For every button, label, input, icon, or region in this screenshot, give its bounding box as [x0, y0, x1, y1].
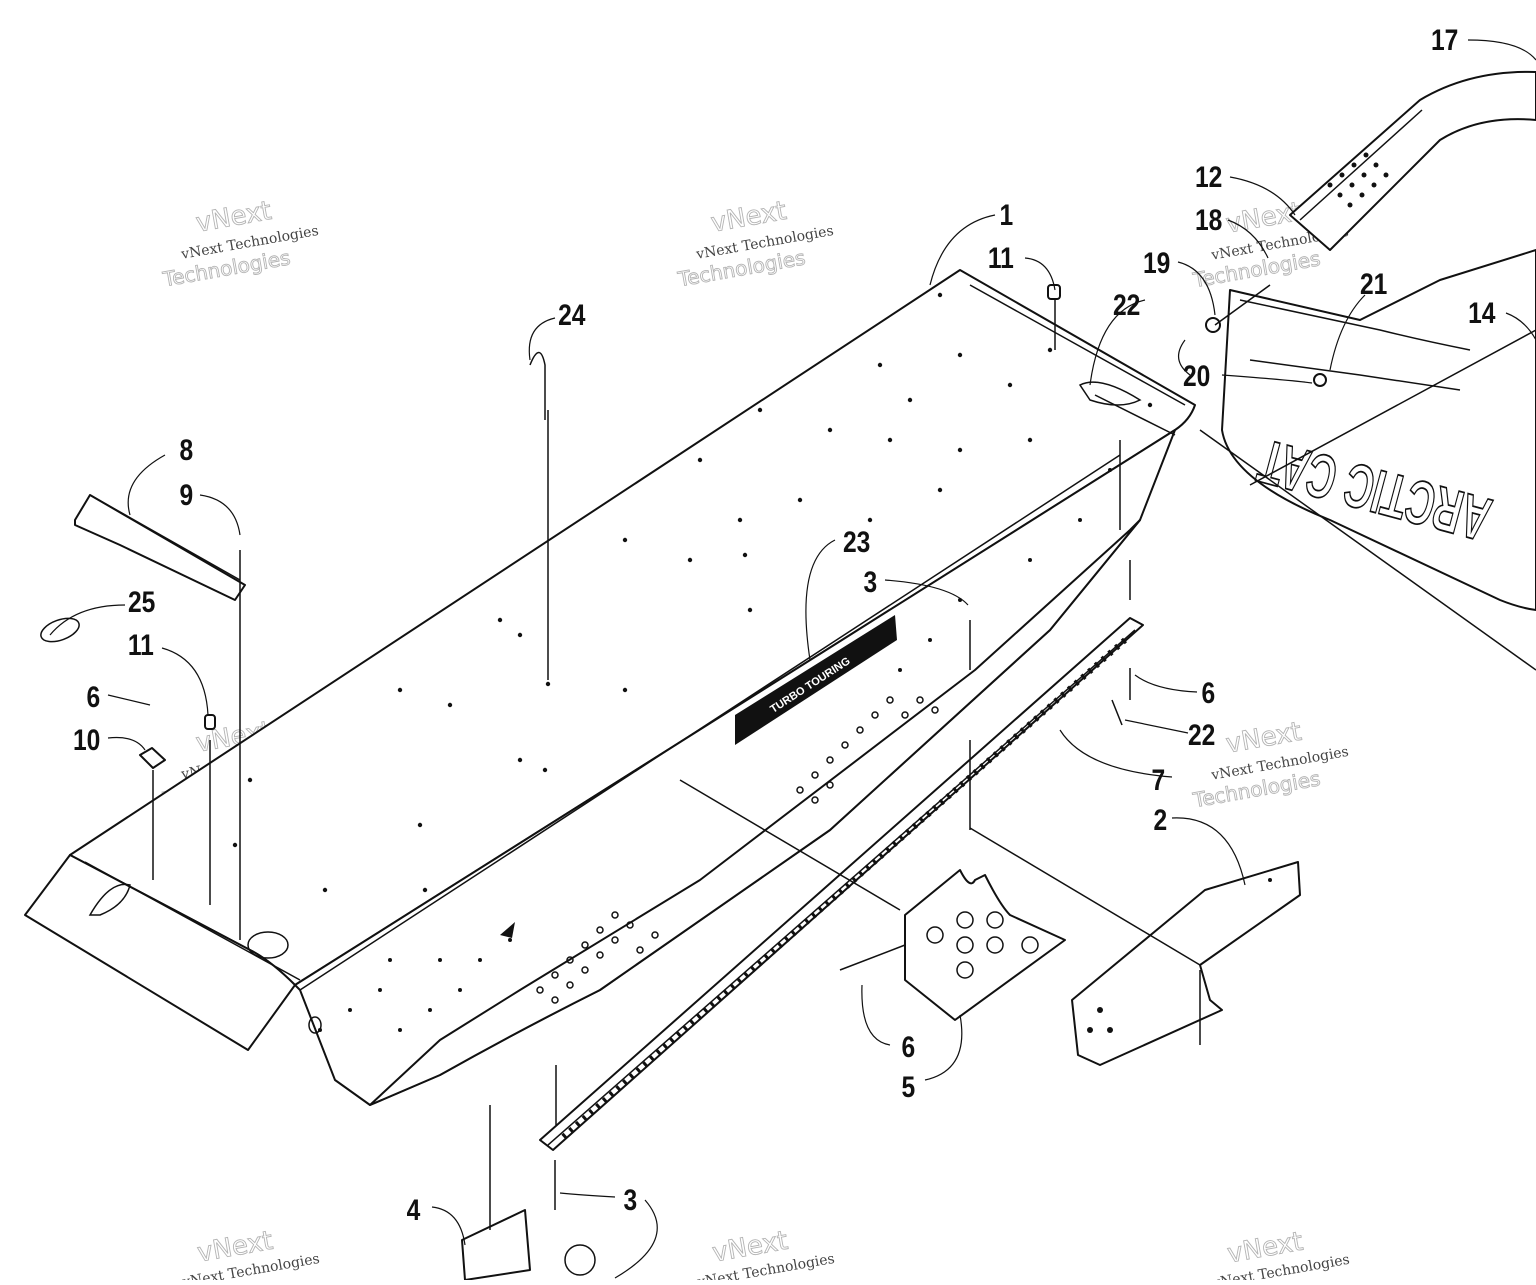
- washer-3: [564, 1244, 596, 1276]
- bracket-8: [74, 494, 246, 601]
- leader-lines: [49, 39, 1536, 1279]
- callout-6b: 6: [1202, 676, 1216, 710]
- callout-21: 21: [1360, 267, 1387, 301]
- callout-11a: 11: [988, 241, 1014, 275]
- deck-holes: [232, 292, 1153, 893]
- callout-14: 14: [1468, 296, 1496, 330]
- callout-2: 2: [1154, 803, 1168, 837]
- callout-24: 24: [558, 298, 586, 332]
- callout-7: 7: [1152, 763, 1166, 797]
- side-panel-holes: [318, 468, 1112, 1032]
- callout-17: 17: [1431, 23, 1458, 57]
- watermark: vNext vNext Technologies: [1210, 1226, 1351, 1285]
- vent-holes: [536, 696, 939, 1004]
- watermark: vNext vNext Technologies: [695, 1225, 836, 1285]
- callout-18: 18: [1195, 203, 1222, 237]
- small-parts: [40, 284, 1327, 1281]
- callout-6a: 6: [87, 680, 101, 714]
- callout-5: 5: [902, 1070, 916, 1104]
- callout-labels: 1 2 3 3 4 5 6 6 6 7 8 9 10 11 11 12 14 1…: [73, 23, 1496, 1227]
- callout-3a: 3: [864, 565, 878, 599]
- callout-23: 23: [843, 525, 870, 559]
- rear-bumper-assembly: ARCTIC CAT: [1199, 70, 1536, 671]
- footrest-bracket: [904, 869, 1066, 1021]
- callout-20: 20: [1183, 359, 1210, 393]
- callout-6c: 6: [902, 1030, 916, 1064]
- grab-handle-holes: [1327, 152, 1389, 208]
- watermark: vNext vNext Technologies Technologies: [675, 196, 835, 292]
- callout-4: 4: [407, 1193, 421, 1227]
- clip-10: [139, 747, 166, 769]
- tunnel-main: [24, 269, 1196, 1106]
- clamp-25: [40, 617, 80, 643]
- callout-22b: 22: [1188, 718, 1215, 752]
- drop-lines: [152, 284, 1271, 1230]
- callout-1: 1: [1000, 198, 1014, 232]
- side-rail: [539, 617, 1144, 1151]
- nut-20: [1313, 373, 1327, 387]
- callout-19: 19: [1143, 246, 1170, 280]
- callout-22a: 22: [1113, 288, 1140, 322]
- watermark: vNext vNext Technologies Technologies: [160, 196, 320, 292]
- nut-19: [1205, 317, 1221, 333]
- plate-4: [461, 1209, 531, 1281]
- callout-12: 12: [1195, 160, 1222, 194]
- u-bolt-24: [529, 351, 546, 420]
- callout-3b: 3: [624, 1183, 638, 1217]
- bolt-22: [1111, 699, 1123, 726]
- plug-11: [204, 714, 216, 730]
- callout-11b: 11: [128, 628, 154, 662]
- callout-10: 10: [73, 723, 100, 757]
- callout-8: 8: [180, 433, 194, 467]
- side-bracket: [1071, 861, 1301, 1066]
- watermark: vNext vNext Technologies: [180, 1225, 321, 1285]
- callout-25: 25: [128, 585, 155, 619]
- callout-9: 9: [180, 478, 194, 512]
